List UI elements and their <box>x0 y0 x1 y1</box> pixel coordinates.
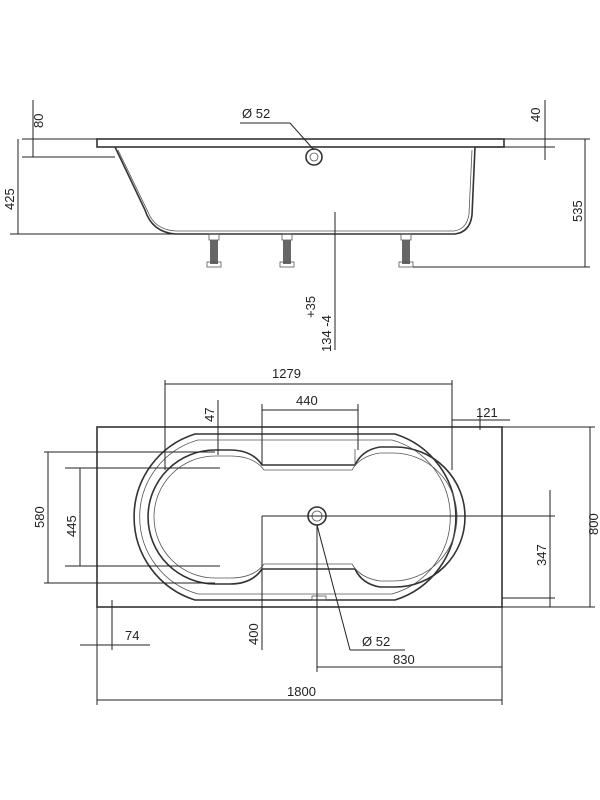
dim-400: 400 <box>246 623 261 645</box>
side-leg <box>206 233 222 268</box>
top-view: 1279 440 47 121 800 580 445 347 <box>32 366 600 705</box>
dim-445: 445 <box>64 515 79 537</box>
top-outer-rim <box>96 426 503 608</box>
dim-leg-plus: +35 <box>303 296 318 318</box>
top-drain-label: Ø 52 <box>362 634 390 649</box>
side-leg <box>398 233 414 268</box>
side-drain <box>305 148 323 166</box>
dim-425: 425 <box>2 188 17 210</box>
dim-121: 121 <box>476 405 498 420</box>
dim-440: 440 <box>296 393 318 408</box>
side-leg <box>279 233 295 268</box>
top-inner-basin <box>147 446 466 588</box>
dim-leg-range: 134 -4 <box>319 315 334 352</box>
dim-1279: 1279 <box>272 366 301 381</box>
top-outer-basin <box>133 433 457 601</box>
dim-1800: 1800 <box>287 684 316 699</box>
dim-80: 80 <box>31 114 46 128</box>
dim-347: 347 <box>534 544 549 566</box>
dim-800: 800 <box>586 513 600 535</box>
dim-74: 74 <box>125 628 139 643</box>
dim-830: 830 <box>393 652 415 667</box>
dim-47: 47 <box>202 408 217 422</box>
dim-580: 580 <box>32 506 47 528</box>
dim-535: 535 <box>570 200 585 222</box>
side-drain-label: Ø 52 <box>242 106 270 121</box>
dim-40: 40 <box>528 108 543 122</box>
side-rim <box>96 138 505 148</box>
side-view: 80 425 Ø 52 40 535 +35 134 -4 <box>2 100 590 352</box>
side-tub-body <box>114 146 476 235</box>
